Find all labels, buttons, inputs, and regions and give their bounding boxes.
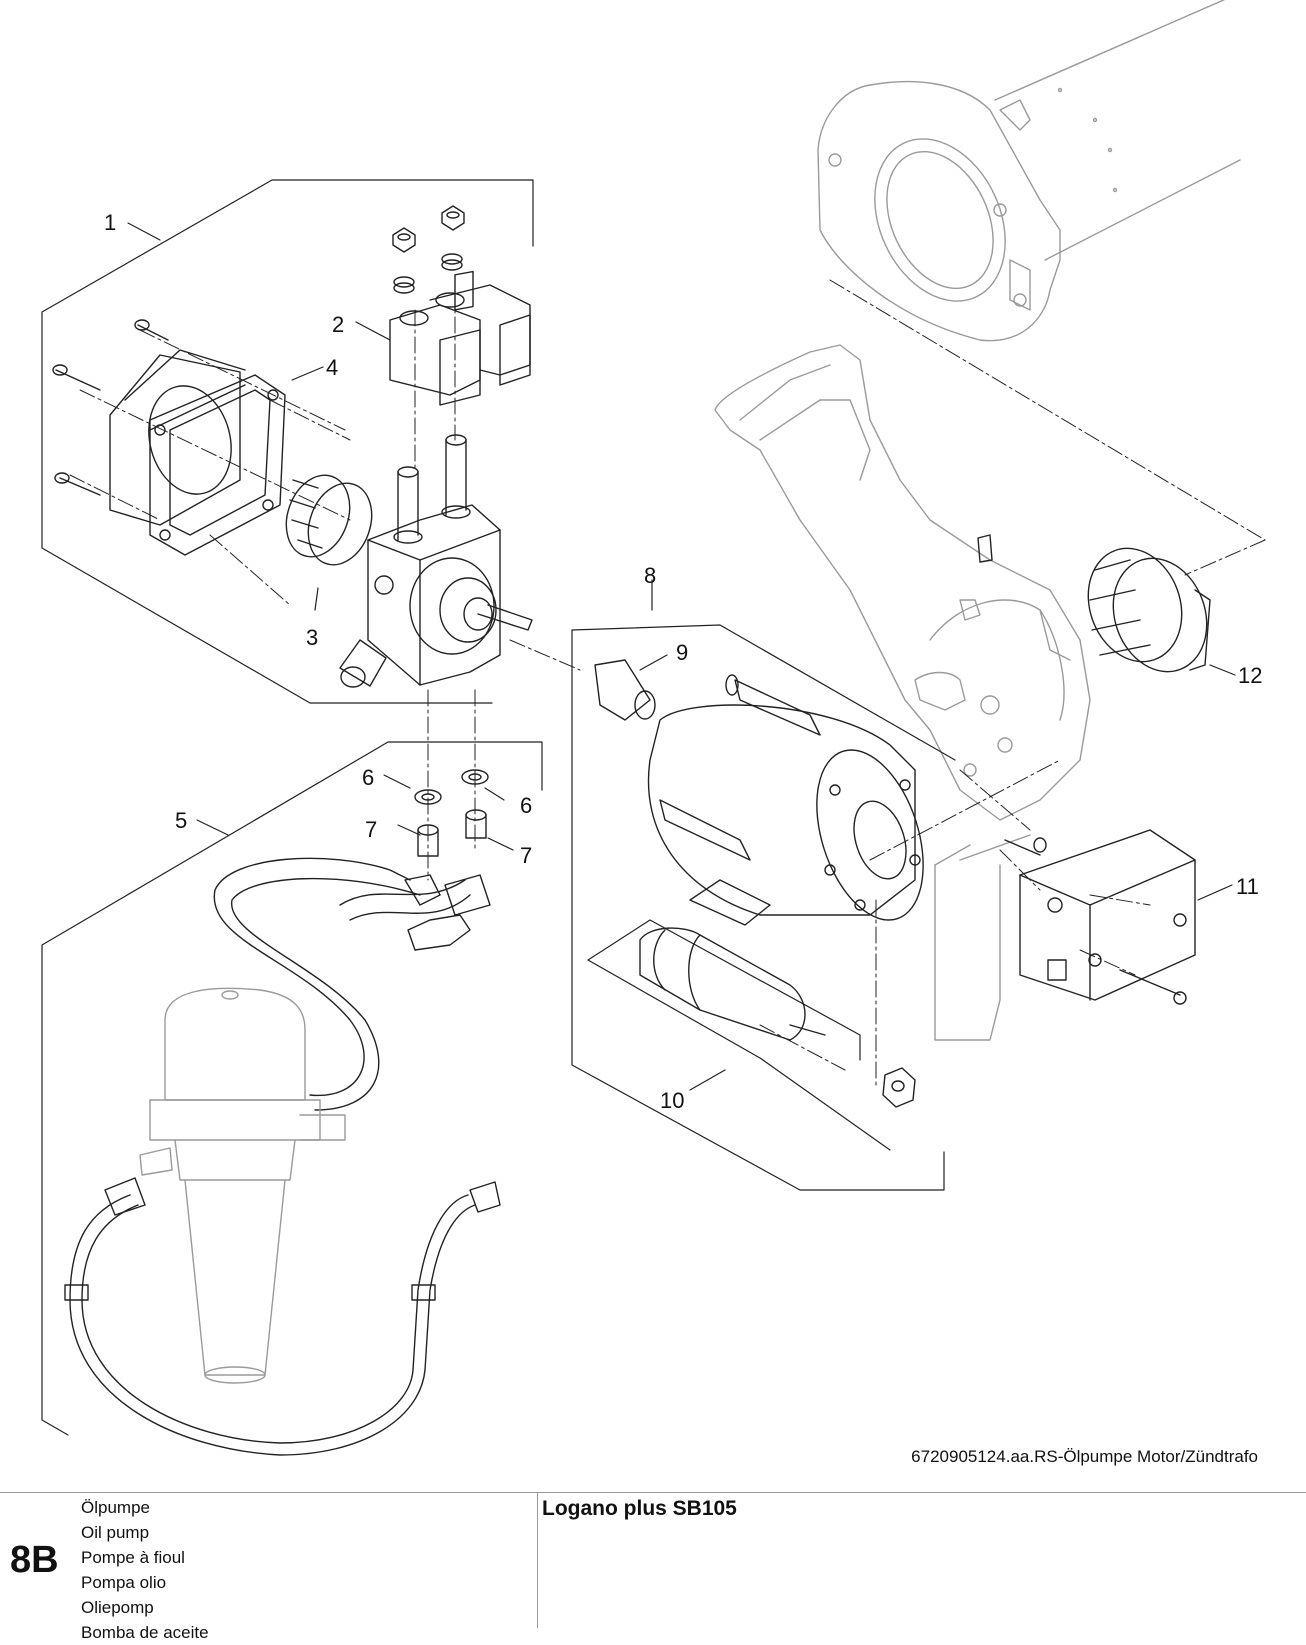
burner-housing-body bbox=[714, 344, 1091, 1041]
drawing-reference: 6720905124.aa.RS-Ölpumpe Motor/Zündtrafo bbox=[911, 1447, 1258, 1466]
assembly-axes bbox=[69, 279, 1266, 1086]
callout-8: 8 bbox=[644, 563, 656, 588]
exploded-parts-drawing: 1 2 4 3 5 6 6 7 7 8 9 10 11 12 bbox=[41, 0, 1266, 1456]
motor-connector bbox=[594, 659, 656, 721]
callout-2: 2 bbox=[332, 312, 344, 337]
callout-7a: 7 bbox=[365, 817, 377, 842]
footer-divider bbox=[537, 1493, 538, 1628]
group-frame-8 bbox=[571, 624, 956, 1191]
callout-7b: 7 bbox=[520, 843, 532, 868]
leader-lines bbox=[127, 222, 1236, 1091]
callout-6b: 6 bbox=[520, 793, 532, 818]
part-name-en: Oil pump bbox=[81, 1523, 150, 1542]
group-frame-1 bbox=[41, 179, 534, 704]
solenoid-valves bbox=[389, 205, 531, 406]
oil-filter bbox=[139, 987, 346, 1384]
ignition-transformer bbox=[1004, 829, 1196, 1005]
coupling-ring bbox=[285, 474, 373, 566]
callout-12: 12 bbox=[1238, 663, 1262, 688]
callout-1: 1 bbox=[104, 210, 116, 235]
callout-4: 4 bbox=[326, 355, 338, 380]
model-name: Logano plus SB105 bbox=[542, 1497, 737, 1520]
part-name-es: Bomba de aceite bbox=[81, 1623, 209, 1642]
part-name-fr: Pompe à fioul bbox=[81, 1548, 185, 1567]
part-name-it: Pompa olio bbox=[81, 1573, 167, 1592]
group-frame-5 bbox=[41, 741, 543, 1436]
oil-hoses bbox=[213, 857, 491, 1111]
seals-and-nipples bbox=[414, 769, 489, 857]
part-group-names: Ölpumpe Oil pump Pompe à fioul Pompa oli… bbox=[81, 1495, 209, 1645]
suction-return-lines bbox=[64, 1177, 501, 1456]
burner-tube-flange bbox=[817, 0, 1241, 342]
part-name-nl: Oliepomp bbox=[81, 1598, 154, 1617]
footer-table: 8B Ölpumpe Oil pump Pompe à fioul Pompa … bbox=[0, 1492, 1306, 1642]
part-name-de: Ölpumpe bbox=[81, 1498, 150, 1517]
burner-motor bbox=[647, 674, 924, 926]
oil-pump-body bbox=[339, 434, 533, 688]
callout-3: 3 bbox=[306, 625, 318, 650]
callout-6a: 6 bbox=[362, 765, 374, 790]
hardware-details bbox=[882, 534, 993, 1108]
callout-5: 5 bbox=[175, 808, 187, 833]
callout-10: 10 bbox=[660, 1088, 684, 1113]
callout-9: 9 bbox=[676, 640, 688, 665]
callout-11: 11 bbox=[1236, 874, 1259, 899]
cover-screws bbox=[52, 319, 169, 496]
motor-capacitor bbox=[639, 927, 826, 1041]
callout-numbers: 1 2 4 3 5 6 6 7 7 8 9 10 11 12 bbox=[104, 210, 1262, 1113]
pump-cover bbox=[109, 349, 246, 526]
section-code: 8B bbox=[10, 1539, 59, 1581]
pump-gasket bbox=[149, 374, 286, 556]
air-intake-grill bbox=[1087, 547, 1211, 673]
